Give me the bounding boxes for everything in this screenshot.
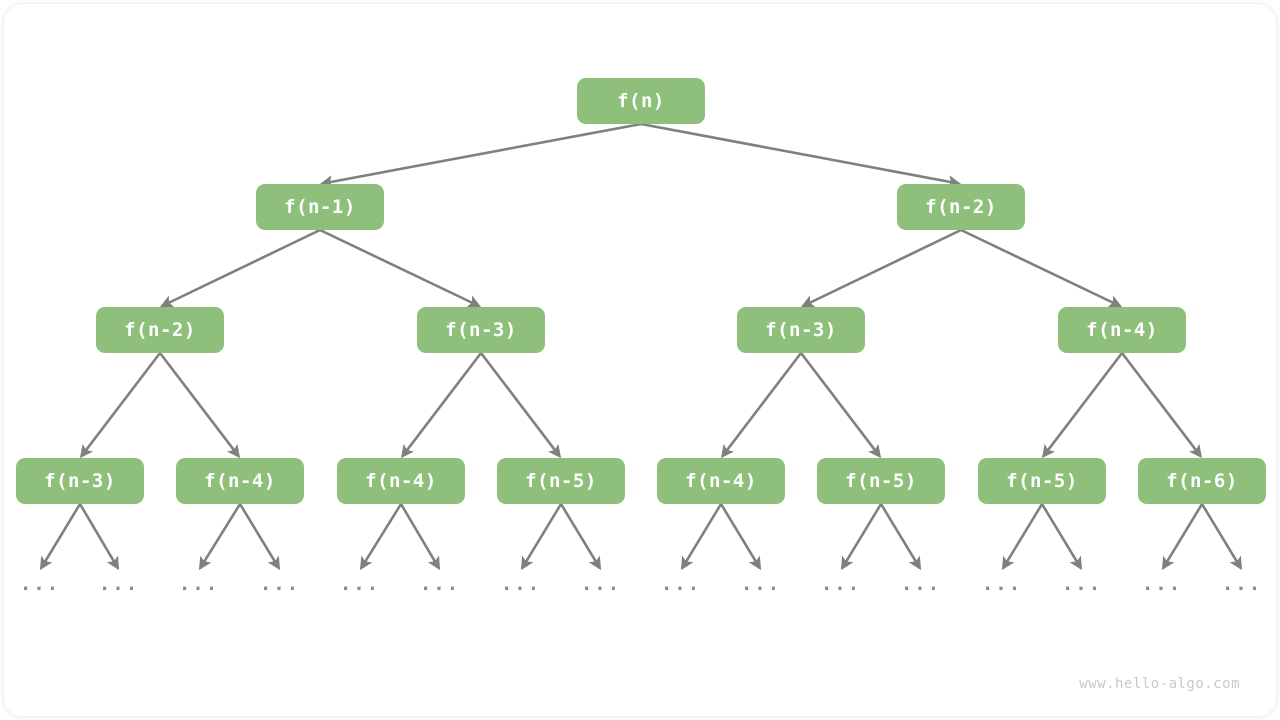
tree-node[interactable]: f(n-5) [817, 458, 945, 504]
tree-edge [720, 352, 803, 459]
tree-edge [960, 228, 1123, 308]
tree-node[interactable]: f(n) [577, 78, 705, 124]
tree-node[interactable]: f(n-6) [1138, 458, 1266, 504]
tree-node[interactable]: f(n-5) [978, 458, 1106, 504]
tree-ellipsis: ... [339, 573, 381, 595]
tree-ellipsis: ... [660, 573, 702, 595]
tree-ellipsis: ... [1221, 573, 1263, 595]
tree-edge [559, 503, 602, 571]
tree-edge [78, 503, 120, 571]
tree-edge [479, 352, 562, 459]
tree-ellipsis: ... [419, 573, 461, 595]
tree-edge [39, 503, 82, 571]
tree-edge [238, 503, 281, 571]
tree-edge [1040, 503, 1083, 571]
tree-edge [1120, 352, 1203, 459]
tree-node[interactable]: f(n-1) [256, 184, 384, 230]
tree-ellipsis: ... [98, 573, 140, 595]
tree-ellipsis: ... [981, 573, 1023, 595]
tree-edge [680, 503, 723, 571]
tree-node[interactable]: f(n-3) [417, 307, 545, 353]
tree-node[interactable]: f(n-4) [1058, 307, 1186, 353]
tree-edge [840, 503, 883, 571]
tree-node[interactable]: f(n-4) [657, 458, 785, 504]
tree-edge [159, 228, 321, 308]
tree-ellipsis: ... [500, 573, 542, 595]
tree-ellipsis: ... [1141, 573, 1183, 595]
tree-edge [799, 352, 882, 459]
watermark-label: www.hello-algo.com [1079, 676, 1240, 692]
tree-edge [79, 352, 162, 459]
tree-edge [1041, 352, 1124, 459]
tree-node[interactable]: f(n-4) [337, 458, 465, 504]
tree-edge [399, 503, 441, 571]
tree-edge [800, 228, 962, 308]
tree-edge [879, 503, 922, 571]
tree-edge [1001, 503, 1044, 571]
tree-edge [319, 228, 482, 308]
tree-edge [1200, 503, 1243, 571]
tree-edge [319, 122, 642, 189]
tree-edge [158, 352, 241, 459]
tree-edge [400, 352, 483, 459]
tree-ellipsis: ... [740, 573, 782, 595]
tree-edge [520, 503, 563, 571]
tree-node[interactable]: f(n-3) [16, 458, 144, 504]
tree-ellipsis: ... [19, 573, 61, 595]
tree-edge [359, 503, 403, 571]
tree-ellipsis: ... [1061, 573, 1103, 595]
tree-node[interactable]: f(n-5) [497, 458, 625, 504]
tree-node[interactable]: f(n-4) [176, 458, 304, 504]
tree-edge [640, 122, 962, 189]
tree-edge [719, 503, 762, 571]
tree-ellipsis: ... [259, 573, 301, 595]
tree-ellipsis: ... [900, 573, 942, 595]
tree-ellipsis: ... [580, 573, 622, 595]
tree-node[interactable]: f(n-2) [897, 184, 1025, 230]
tree-node[interactable]: f(n-3) [737, 307, 865, 353]
tree-ellipsis: ... [178, 573, 220, 595]
tree-node[interactable]: f(n-2) [96, 307, 224, 353]
edge-layer [39, 122, 1243, 571]
tree-edge [1161, 503, 1204, 571]
tree-edge [198, 503, 242, 571]
tree-ellipsis: ... [820, 573, 862, 595]
